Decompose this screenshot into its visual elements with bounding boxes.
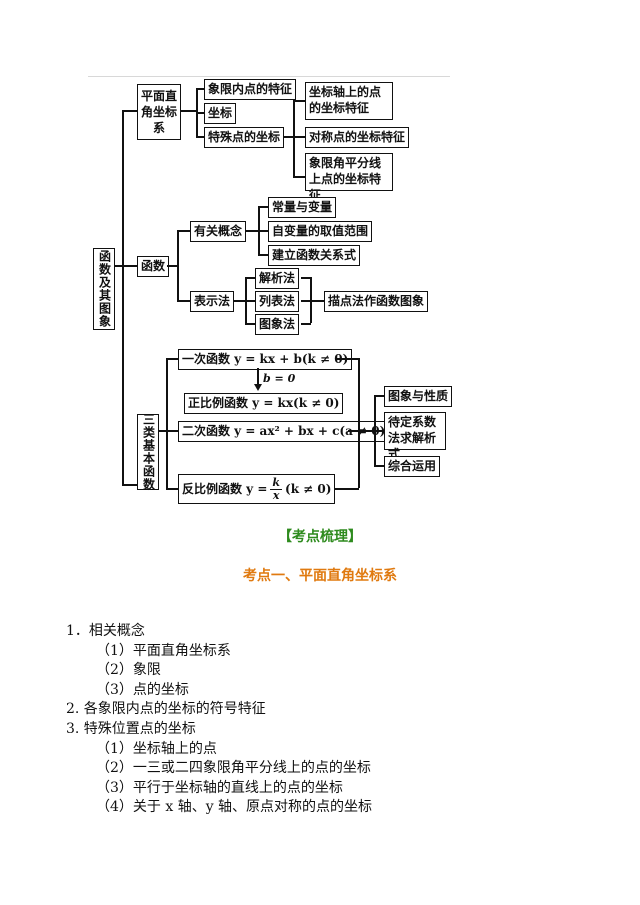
- root-connector: [115, 265, 123, 267]
- root-box: 函数及其图象: [93, 248, 115, 330]
- results-c1: [374, 430, 384, 432]
- repr-graph-box: 图象法: [255, 314, 300, 335]
- outline-item: 2. 各象限内点的坐标的符号特征: [66, 701, 266, 718]
- repr-right-out: [301, 300, 324, 302]
- coord-c2: [196, 136, 204, 138]
- special-out: [283, 136, 293, 138]
- repr-out: [233, 300, 245, 302]
- func-c1: [177, 300, 190, 302]
- func-vbar: [177, 230, 179, 300]
- result-apply-box: 综合运用: [384, 456, 441, 477]
- coord-item-coordinate: 坐标: [204, 103, 237, 124]
- trunk-line: [122, 110, 124, 484]
- trunk-to-func: [122, 265, 137, 267]
- trunk-to-three: [122, 484, 137, 486]
- three-right-out: [348, 430, 374, 432]
- proportional-func-box: 正比例函数 y = kx(k ≠ 0): [184, 393, 344, 414]
- special-c0: [293, 100, 305, 102]
- repr-c0: [245, 277, 255, 279]
- coord-c1: [196, 112, 204, 114]
- func-box: 函数: [137, 256, 170, 277]
- root-label: 函数及其图象: [97, 250, 112, 328]
- three-c2: [166, 430, 178, 432]
- func-out: [167, 265, 177, 267]
- linear-func-box: 一次函数 y = kx + b(k ≠ 0): [178, 349, 353, 370]
- special-symmetric-box: 对称点的坐标特征: [305, 127, 410, 148]
- coord-item-quadrant: 象限内点的特征: [204, 79, 297, 100]
- results-c2: [374, 465, 384, 467]
- plot-method-box: 描点法作函数图象: [324, 291, 429, 312]
- three-vbar: [166, 358, 168, 488]
- repr-c2: [245, 323, 255, 325]
- outline-item: 3. 特殊位置点的坐标: [66, 720, 196, 737]
- three-right-r0: [337, 358, 359, 360]
- outline-item: （2）象限: [96, 662, 161, 679]
- repr-right-r2: [301, 323, 311, 325]
- special-axis-box: 坐标轴上的点的坐标特征: [305, 82, 393, 120]
- three-right-r3: [335, 488, 359, 490]
- repr-table-box: 列表法: [255, 291, 300, 312]
- concepts-c2: [258, 254, 268, 256]
- func-c0: [177, 230, 190, 232]
- quadratic-func-box: 二次函数 y = ax² + bx + c(a ≠ 0): [178, 421, 390, 442]
- outline-item: （3）点的坐标: [96, 681, 189, 698]
- coord-out: [181, 110, 196, 112]
- special-vbar: [293, 100, 295, 176]
- three-box: 三类基本函数: [137, 413, 159, 491]
- outline-item: 1．相关概念: [66, 623, 145, 639]
- outline-item: （3）平行于坐标轴的直线上的点的坐标: [96, 779, 343, 796]
- concept-domain-box: 自变量的取值范围: [268, 221, 373, 242]
- inverse-fraction: k x: [270, 475, 283, 502]
- special-c1: [293, 136, 305, 138]
- outline-item: （1）坐标轴上的点: [96, 740, 217, 757]
- concepts-c0: [258, 206, 268, 208]
- coord-box: 平面直角坐标系: [137, 84, 181, 140]
- concepts-out: [246, 230, 258, 232]
- outline-item: （2）一三或二四象限角平分线上的点的坐标: [96, 760, 371, 777]
- results-c0: [374, 395, 384, 397]
- header-rule: [88, 76, 450, 77]
- concept-constant-box: 常量与变量: [268, 197, 337, 218]
- concept-tree: 函数及其图象 平面直角坐标系 象限内点的特征 坐标 特殊点的坐标 坐标轴上的点的…: [93, 79, 453, 504]
- three-c3: [166, 488, 178, 490]
- three-out: [159, 430, 167, 432]
- repr-analytic-box: 解析法: [255, 268, 300, 289]
- repr-box: 表示法: [190, 291, 235, 312]
- repr-c1: [245, 300, 255, 302]
- result-graph-box: 图象与性质: [384, 386, 453, 407]
- outline-item: （4）关于 x 轴、y 轴、原点对称的点的坐标: [96, 799, 373, 816]
- three-c0: [166, 358, 178, 360]
- special-bisector-box: 象限角平分线上点的坐标特征: [305, 153, 393, 202]
- coord-label: 平面直角坐标系: [140, 89, 177, 135]
- concepts-c1: [258, 230, 268, 232]
- result-undetermined-box: 待定系数法求解析式: [384, 412, 446, 461]
- arrow-shaft: [257, 368, 259, 386]
- concepts-box: 有关概念: [190, 221, 247, 242]
- coord-c0: [196, 88, 204, 90]
- coord-item-special: 特殊点的坐标: [204, 127, 285, 148]
- concept-relation-box: 建立函数关系式: [268, 245, 361, 266]
- three-right-vbar: [358, 358, 360, 488]
- arrow-head: [254, 384, 262, 391]
- arrow-condition: b = 0: [263, 372, 296, 385]
- trunk-to-coord: [122, 110, 137, 112]
- section-heading: 考点一、平面直角坐标系: [243, 568, 397, 584]
- repr-right-r0: [301, 277, 311, 279]
- outline-item: （1）平面直角坐标系: [96, 642, 231, 659]
- inverse-func-box: 反比例函数 y = k x (k ≠ 0): [178, 474, 336, 504]
- special-c2: [293, 176, 305, 178]
- section-title: 【考点梳理】: [278, 529, 362, 545]
- outline-list: 1．相关概念 （1）平面直角坐标系 （2）象限 （3）点的坐标 2. 各象限内点…: [66, 622, 606, 818]
